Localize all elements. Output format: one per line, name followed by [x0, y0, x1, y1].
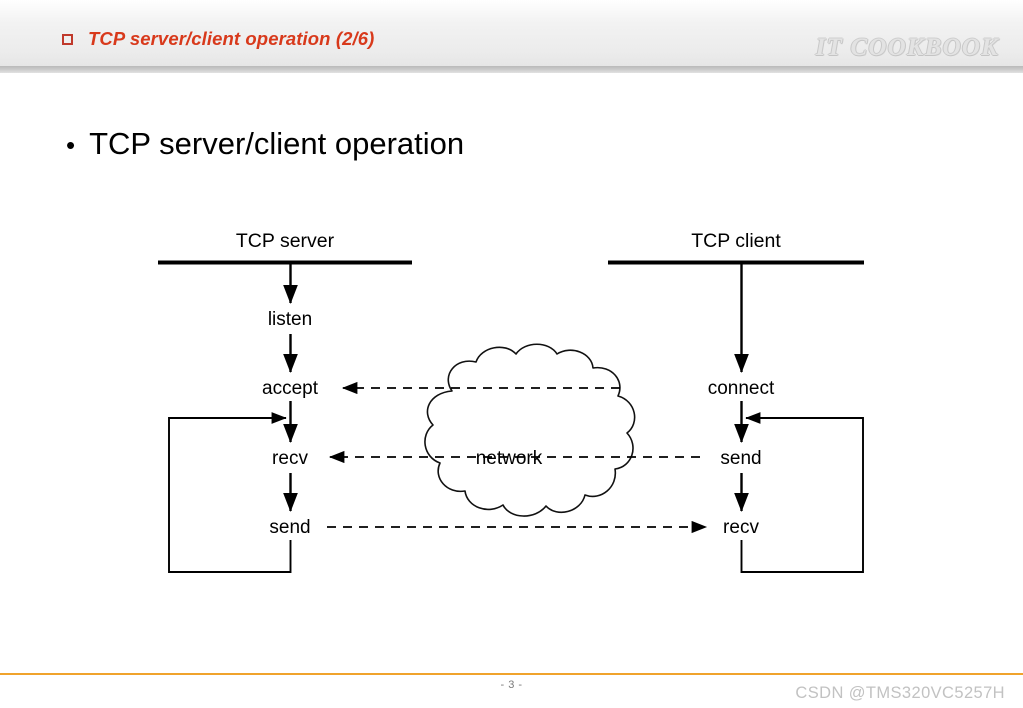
server-step-send: send — [269, 517, 310, 538]
header-title-group: TCP server/client operation (2/6) — [62, 28, 374, 50]
network-cloud-label: network — [476, 448, 543, 469]
csdn-watermark: CSDN @TMS320VC5257H — [795, 684, 1005, 702]
it-cookbook-logo: IT COOKBOOK — [815, 34, 999, 61]
client-step-send: send — [720, 448, 761, 469]
header-title: TCP server/client operation (2/6) — [88, 28, 375, 49]
server-step-recv: recv — [272, 448, 308, 469]
bullet-glyph: • — [66, 130, 76, 160]
hollow-square-bullet-icon — [62, 33, 73, 45]
header-divider-highlight — [0, 73, 1023, 75]
client-heading: TCP client — [691, 230, 781, 252]
page-number: - 3 - — [500, 679, 523, 691]
server-heading: TCP server — [236, 230, 335, 252]
server-step-listen: listen — [268, 309, 312, 330]
client-step-recv: recv — [723, 517, 759, 538]
server-loop-path — [168, 412, 292, 573]
header-bar — [0, 0, 1023, 66]
network-cloud: network — [424, 343, 636, 517]
client-step-connect: connect — [708, 378, 775, 399]
page-title: • TCP server/client operation — [66, 126, 464, 162]
page-title-text: TCP server/client operation — [89, 126, 465, 161]
server-step-accept: accept — [262, 378, 319, 399]
header-divider — [0, 66, 1023, 73]
tcp-flow-diagram: TCP server listen accept recv send TCP c… — [0, 195, 1023, 615]
client-loop-path — [740, 412, 864, 573]
footer-divider — [0, 673, 1023, 675]
